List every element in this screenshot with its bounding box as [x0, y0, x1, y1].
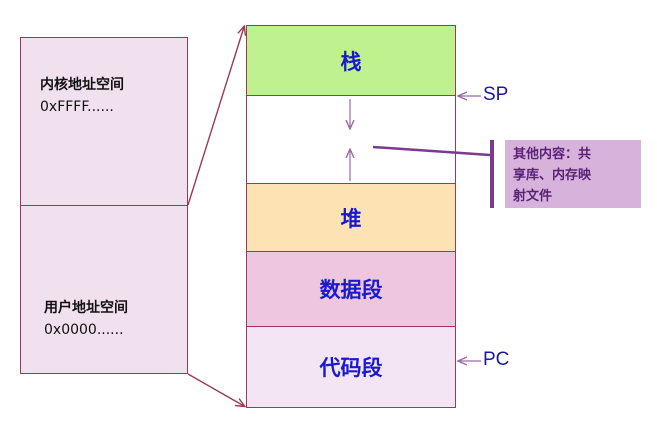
- stack-label: 栈: [340, 48, 362, 74]
- note-pointer-line: [372, 145, 491, 157]
- user-space-title: 用户地址空间: [44, 300, 128, 316]
- other-content-note: 其他内容：共 享库、内存映 射文件: [505, 140, 641, 208]
- user-space-label: 用户地址空间 0x0000......: [44, 297, 128, 341]
- free-gap-segment: [246, 95, 456, 183]
- pc-register-label: PC: [483, 349, 510, 370]
- data-segment: 数据段: [246, 251, 456, 326]
- heap-segment: 堆: [246, 183, 456, 251]
- note-line-2: 享库、内存映: [513, 168, 592, 183]
- kernel-space-label: 内核地址空间 0xFFFF......: [40, 74, 124, 118]
- note-bracket: [490, 140, 494, 208]
- bottom-expand-arrow: [187, 373, 244, 406]
- note-line-3: 射文件: [513, 189, 553, 204]
- data-label: 数据段: [319, 277, 383, 302]
- kernel-space-title: 内核地址空间: [40, 77, 124, 93]
- stack-segment: 栈: [246, 25, 456, 95]
- address-space-divider: [20, 205, 188, 206]
- kernel-space-address: 0xFFFF......: [40, 99, 114, 115]
- heap-label: 堆: [340, 205, 362, 231]
- note-line-1: 其他内容：共: [513, 147, 592, 162]
- code-label: 代码段: [319, 355, 383, 380]
- code-segment: 代码段: [246, 326, 456, 408]
- sp-register-label: SP: [483, 84, 509, 105]
- top-expand-arrow: [187, 27, 244, 206]
- user-space-address: 0x0000......: [44, 322, 124, 338]
